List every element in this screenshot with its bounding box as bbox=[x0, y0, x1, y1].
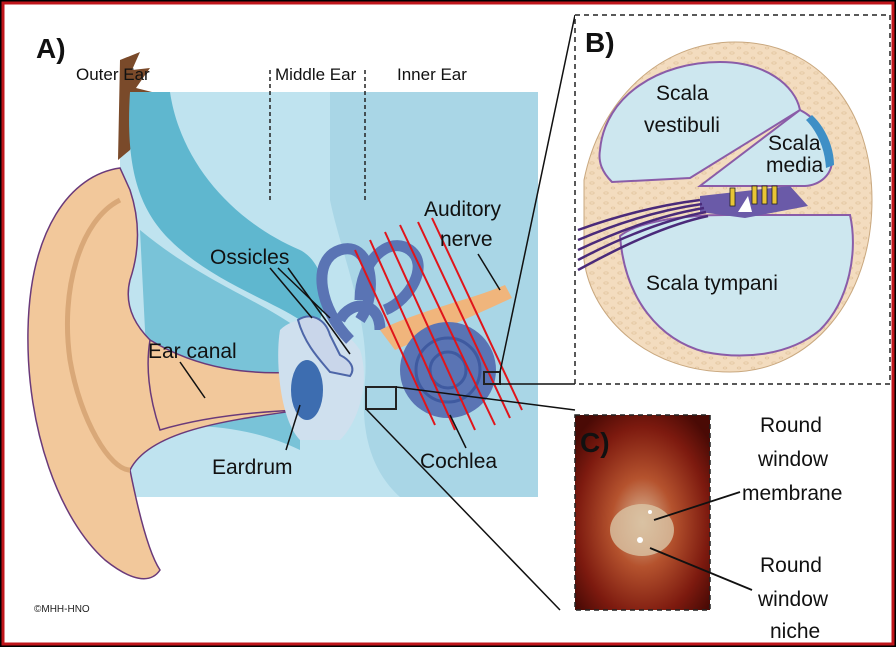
scala-media-label-line1: Scala bbox=[768, 132, 821, 155]
panel-a-label: A) bbox=[36, 33, 66, 64]
scala-vestibuli-label-line1: Scala bbox=[656, 82, 709, 105]
rw-niche-label-line2: window bbox=[757, 588, 829, 611]
scala-vestibuli-label-line2: vestibuli bbox=[644, 114, 720, 137]
eardrum-label: Eardrum bbox=[212, 456, 293, 479]
cochlea-label: Cochlea bbox=[420, 450, 497, 473]
inner-ear-label: Inner Ear bbox=[397, 65, 467, 84]
outer-ear-label: Outer Ear bbox=[76, 65, 150, 84]
rw-niche-label-line1: Round bbox=[760, 554, 822, 577]
panel-b-cross-section bbox=[575, 15, 890, 384]
auditory-nerve-label-line2: nerve bbox=[440, 228, 493, 251]
round-window-membrane-region bbox=[610, 504, 674, 556]
panel-c-label: C) bbox=[580, 427, 610, 458]
copyright-text: ©MHH-HNO bbox=[34, 604, 90, 615]
rw-membrane-label-line1: Round bbox=[760, 414, 822, 437]
scala-tympani-label: Scala tympani bbox=[646, 272, 778, 295]
ossicles-label: Ossicles bbox=[210, 246, 289, 269]
ear-canal-label: Ear canal bbox=[148, 340, 237, 363]
rw-membrane-label-line2: window bbox=[757, 448, 829, 471]
middle-ear-label: Middle Ear bbox=[275, 65, 357, 84]
auditory-nerve-label-line1: Auditory bbox=[424, 198, 502, 221]
rw-membrane-label-line3: membrane bbox=[742, 482, 842, 505]
rw-niche-label-line3: niche bbox=[770, 620, 820, 643]
panel-b-label: B) bbox=[585, 27, 615, 58]
scala-media-label-line2: media bbox=[766, 154, 824, 177]
eardrum-shape bbox=[291, 360, 323, 420]
